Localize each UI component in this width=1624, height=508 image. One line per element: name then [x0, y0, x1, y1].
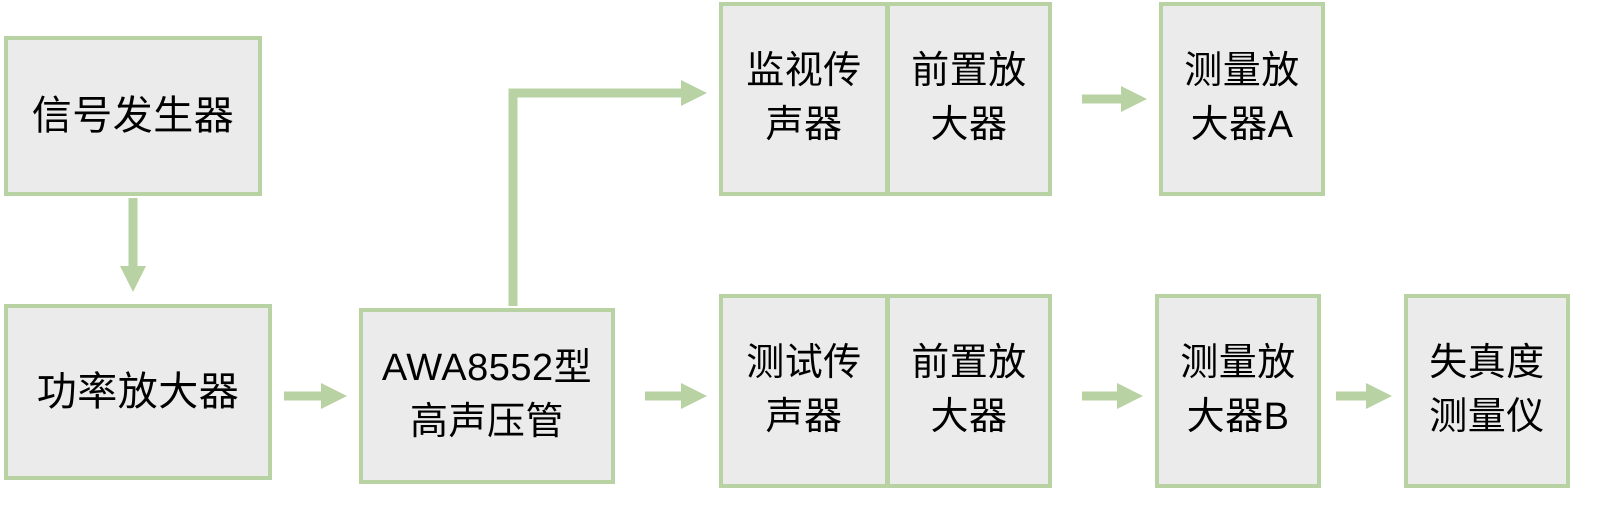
arrow-preamplifier-bottom-to-measuring-amplifier-b-head — [1117, 383, 1143, 409]
node-label: 信号发生器 — [31, 93, 235, 138]
arrow-high-pressure-tube-to-monitor-microphone-head — [681, 80, 707, 106]
node-preamplifier-top[interactable]: 前置放大器 — [886, 2, 1052, 196]
node-label: 声器 — [765, 396, 843, 438]
arrow-high-pressure-tube-to-test-microphone-head — [681, 383, 707, 409]
node-label: 声器 — [765, 104, 843, 146]
arrow-high-pressure-tube-to-monitor-microphone-line — [508, 88, 681, 306]
node-label: 大器 — [930, 396, 1008, 438]
node-power-amplifier[interactable]: 功率放大器 — [4, 304, 272, 480]
arrow-preamplifier-top-to-measuring-amplifier-a-head — [1121, 86, 1147, 112]
node-label: AWA8552型 — [381, 347, 593, 390]
arrow-power-amplifier-to-high-pressure-tube-head — [321, 383, 347, 409]
node-label: 大器 — [930, 104, 1008, 146]
node-label: 测试传 — [746, 342, 862, 385]
node-label: 前置放 — [911, 342, 1027, 385]
node-measuring-amplifier-a[interactable]: 测量放大器A — [1159, 2, 1325, 196]
node-test-microphone[interactable]: 测试传声器 — [719, 294, 889, 488]
node-label: 测量仪 — [1429, 396, 1545, 438]
node-label: 高声压管 — [409, 401, 564, 443]
node-label: 监视传 — [746, 50, 862, 93]
node-high-sound-pressure-tube[interactable]: AWA8552型高声压管 — [359, 308, 615, 484]
node-label: 功率放大器 — [36, 369, 240, 414]
node-distortion-meter[interactable]: 失真度测量仪 — [1404, 294, 1570, 488]
node-signal-generator[interactable]: 信号发生器 — [4, 36, 262, 196]
node-label: 前置放 — [911, 50, 1027, 93]
node-label: 测量放 — [1180, 342, 1296, 385]
arrow-measuring-amplifier-b-to-distortion-meter-head — [1366, 383, 1392, 409]
node-label: 测量放 — [1184, 50, 1300, 93]
arrow-signal-generator-to-power-amplifier-head — [120, 266, 146, 292]
node-preamplifier-bottom[interactable]: 前置放大器 — [886, 294, 1052, 488]
node-label: 失真度 — [1429, 342, 1545, 385]
node-measuring-amplifier-b[interactable]: 测量放大器B — [1155, 294, 1321, 488]
node-label: 大器B — [1186, 396, 1290, 438]
node-label: 大器A — [1190, 104, 1294, 146]
node-monitor-microphone[interactable]: 监视传声器 — [719, 2, 889, 196]
